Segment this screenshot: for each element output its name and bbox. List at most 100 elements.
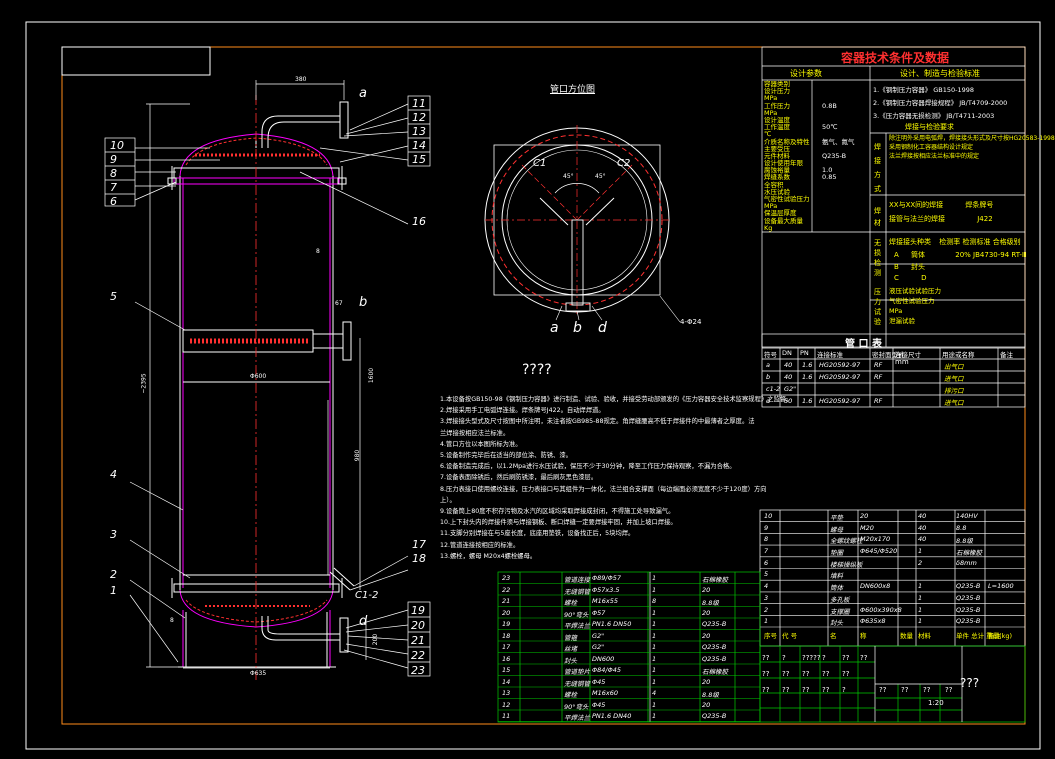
- ndt-b-code: B: [894, 263, 899, 271]
- parts-upper-cell: Q235-B: [956, 582, 981, 591]
- parts-upper-cell: 多孔板: [830, 595, 850, 604]
- parts-upper-rows: [760, 521, 1025, 628]
- title-block-cell: ?: [822, 654, 826, 662]
- scale-value: 1:20: [928, 699, 944, 707]
- parts-lower-cell: DN600: [592, 654, 615, 663]
- parts-upper-cell: 7: [764, 547, 769, 556]
- parts-upper-cell: 2: [918, 558, 923, 567]
- design-param-label: 设计压力: [764, 87, 790, 96]
- parts-upper-cell: 1: [764, 617, 769, 626]
- design-param-row: 水压试验: [764, 188, 870, 196]
- design-param-label: 焊缝系数: [764, 173, 790, 182]
- parts-upper-cell: 9: [764, 523, 769, 532]
- parts-lower-cell: 1: [652, 712, 657, 720]
- ndt-row-b: B 封头: [894, 262, 925, 272]
- nozzle-cell: a: [766, 361, 770, 369]
- ndt-a-part: 筒体: [911, 251, 926, 259]
- callout-right-bot: 17: [412, 538, 426, 551]
- parts-lower-cell: 管道连接: [564, 576, 590, 584]
- welder-joint: XX与XX间的焊接: [889, 201, 944, 209]
- parts-header-cell: 备注: [988, 632, 1001, 640]
- parts-lower-cell: 4: [652, 689, 657, 697]
- parts-lower-cell: Φ57x3.5: [592, 585, 620, 594]
- parts-upper-cell: 40: [918, 535, 927, 544]
- title-block-cell: ??: [762, 654, 770, 662]
- parts-upper-cell: 填料: [830, 572, 843, 581]
- parts-lower-cell: Q235-B: [702, 620, 727, 628]
- design-param-row: Kg: [764, 224, 870, 232]
- nozzle-label-a: a: [359, 86, 367, 101]
- parts-header-cell: 代 号: [782, 632, 798, 640]
- dimension-lines: [146, 80, 367, 669]
- parts-lower-cell: 1: [652, 643, 657, 651]
- parts-upper-cell: Φ600x390x8: [860, 605, 902, 614]
- design-param-label: 设备最大质量: [764, 216, 803, 225]
- note-line: 8.压力表接口使用螺纹连接，压力表接口与其组件为一体化，法兰组合支撑面（每边端面…: [440, 485, 767, 493]
- design-param-label: 容器类别: [764, 80, 790, 88]
- parts-lower-cell: 23: [502, 574, 511, 582]
- parts-lower-cell: 20: [502, 608, 511, 617]
- title-block-cell: ??: [762, 686, 770, 694]
- note-line: 9.设备筒上80度不积存污物及水汽的区域均采取焊接成封闭，不得施工处导致漏气。: [440, 508, 675, 516]
- parts-upper-cell: 40: [918, 512, 927, 520]
- callout-right-top: 12: [412, 111, 426, 124]
- nozzle-cell: 进气口: [944, 399, 964, 407]
- parts-lower-cell: 无缝钢管: [564, 587, 590, 596]
- design-param-label: ℃: [764, 130, 772, 139]
- title-block-cell: ??: [802, 686, 810, 694]
- parts-lower-cell: Φ84/Φ45: [592, 666, 621, 674]
- design-param-row: 设计使用年限: [764, 159, 870, 167]
- parts-upper-cell: 1: [918, 605, 923, 614]
- orient-label-b: b: [573, 320, 582, 336]
- nozzle-header-cell: 用途或名称: [942, 351, 975, 359]
- title-block-cell: ??: [822, 670, 830, 678]
- design-param-row: 设计温度: [764, 115, 870, 124]
- title-block-right-cell: ??: [923, 686, 931, 694]
- parts-upper-cell: L=1600: [988, 582, 1014, 591]
- parts-upper-cell: 8: [764, 535, 769, 544]
- callout-left: 5: [110, 290, 117, 303]
- parts-lower-cell: 1: [652, 666, 657, 674]
- design-param-row: 介质名称及特性氨气、氮气: [764, 138, 870, 146]
- parts-lower-cell: 石棉橡胶: [702, 668, 728, 676]
- parts-upper-cell: 石棉橡胶: [956, 549, 982, 558]
- parts-lower-cell: Q235-B: [702, 654, 727, 663]
- conditions-title: 容器技术条件及数据: [840, 51, 949, 65]
- parts-lower-cell: 14: [502, 677, 511, 686]
- welder-side: 焊材: [874, 207, 881, 227]
- callout-right-bot: 18: [412, 552, 426, 565]
- nozzle-cell: RF: [874, 373, 883, 381]
- nozzle-header-cell: 连接标准: [817, 351, 843, 359]
- parts-lower-cell: 20: [702, 700, 711, 709]
- parts-upper-cell: 1: [918, 547, 923, 556]
- nozzle-unit: mm: [895, 358, 909, 366]
- dim-h2: 980: [354, 449, 362, 462]
- callout-right-top: 13: [412, 125, 426, 138]
- dim-h1: 1600: [368, 367, 376, 384]
- standard-item: 1.《钢制压力容器》 GB150-1998: [873, 86, 975, 94]
- technical-notes: 1.本设备按GB150-98《钢制压力容器》进行制造、试验、验收，并接受劳动部颁…: [440, 394, 792, 562]
- parts-lower-cell: 1: [652, 620, 657, 628]
- parts-lower-cell: 封头: [564, 656, 577, 665]
- title-block-cell: ??: [782, 686, 790, 694]
- orient-label-a: a: [550, 320, 559, 336]
- parts-grid-lower: [497, 571, 761, 723]
- design-param-value: 50℃: [822, 123, 838, 132]
- parts-upper-cell: 垫圈: [830, 549, 843, 558]
- design-param-row: 设计压力: [764, 88, 870, 95]
- parts-lower-cell: 15: [502, 666, 511, 674]
- design-param-label: 设计温度: [764, 115, 790, 124]
